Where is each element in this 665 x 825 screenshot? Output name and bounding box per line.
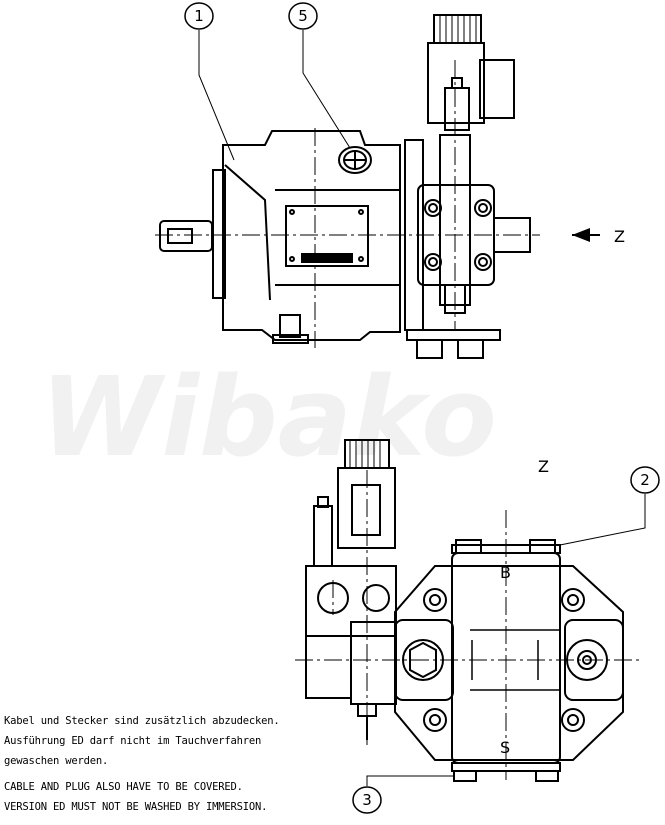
view-arrow bbox=[572, 228, 600, 242]
watermark: Wibako bbox=[40, 353, 497, 481]
view-label: Z bbox=[614, 227, 625, 246]
note-de-1: Kabel und Stecker sind zusätzlich abzude… bbox=[4, 715, 280, 727]
note-en-2: VERSION ED MUST NOT BE WASHED BY IMMERSI… bbox=[4, 801, 268, 813]
svg-text:3: 3 bbox=[362, 791, 372, 809]
port-boss bbox=[493, 217, 531, 253]
balloon-2: 2 bbox=[630, 466, 660, 494]
notes: Kabel und Stecker sind zusätzlich abzude… bbox=[4, 711, 280, 817]
front-view bbox=[295, 439, 646, 786]
solenoid bbox=[427, 42, 485, 124]
nameplate bbox=[285, 205, 369, 267]
side-view bbox=[155, 14, 540, 359]
pump-housing bbox=[222, 130, 401, 341]
port-label-s: S bbox=[500, 738, 510, 757]
balloon-3: 3 bbox=[352, 786, 382, 814]
balloon-1: 1 bbox=[184, 2, 214, 30]
svg-text:5: 5 bbox=[298, 7, 308, 25]
svg-text:2: 2 bbox=[640, 471, 650, 489]
note-de-2: Ausführung ED darf nicht im Tauchverfahr… bbox=[4, 735, 262, 747]
note-en-1: CABLE AND PLUG ALSO HAVE TO BE COVERED. bbox=[4, 781, 243, 793]
balloon-5: 5 bbox=[288, 2, 318, 30]
port-label-b: B bbox=[500, 563, 511, 582]
view-label-bottom: Z bbox=[538, 457, 549, 476]
svg-text:1: 1 bbox=[194, 7, 204, 25]
note-de-3: gewaschen werden. bbox=[4, 755, 109, 767]
plug bbox=[338, 146, 372, 174]
connector bbox=[479, 59, 515, 119]
mounting-flange bbox=[212, 169, 226, 299]
